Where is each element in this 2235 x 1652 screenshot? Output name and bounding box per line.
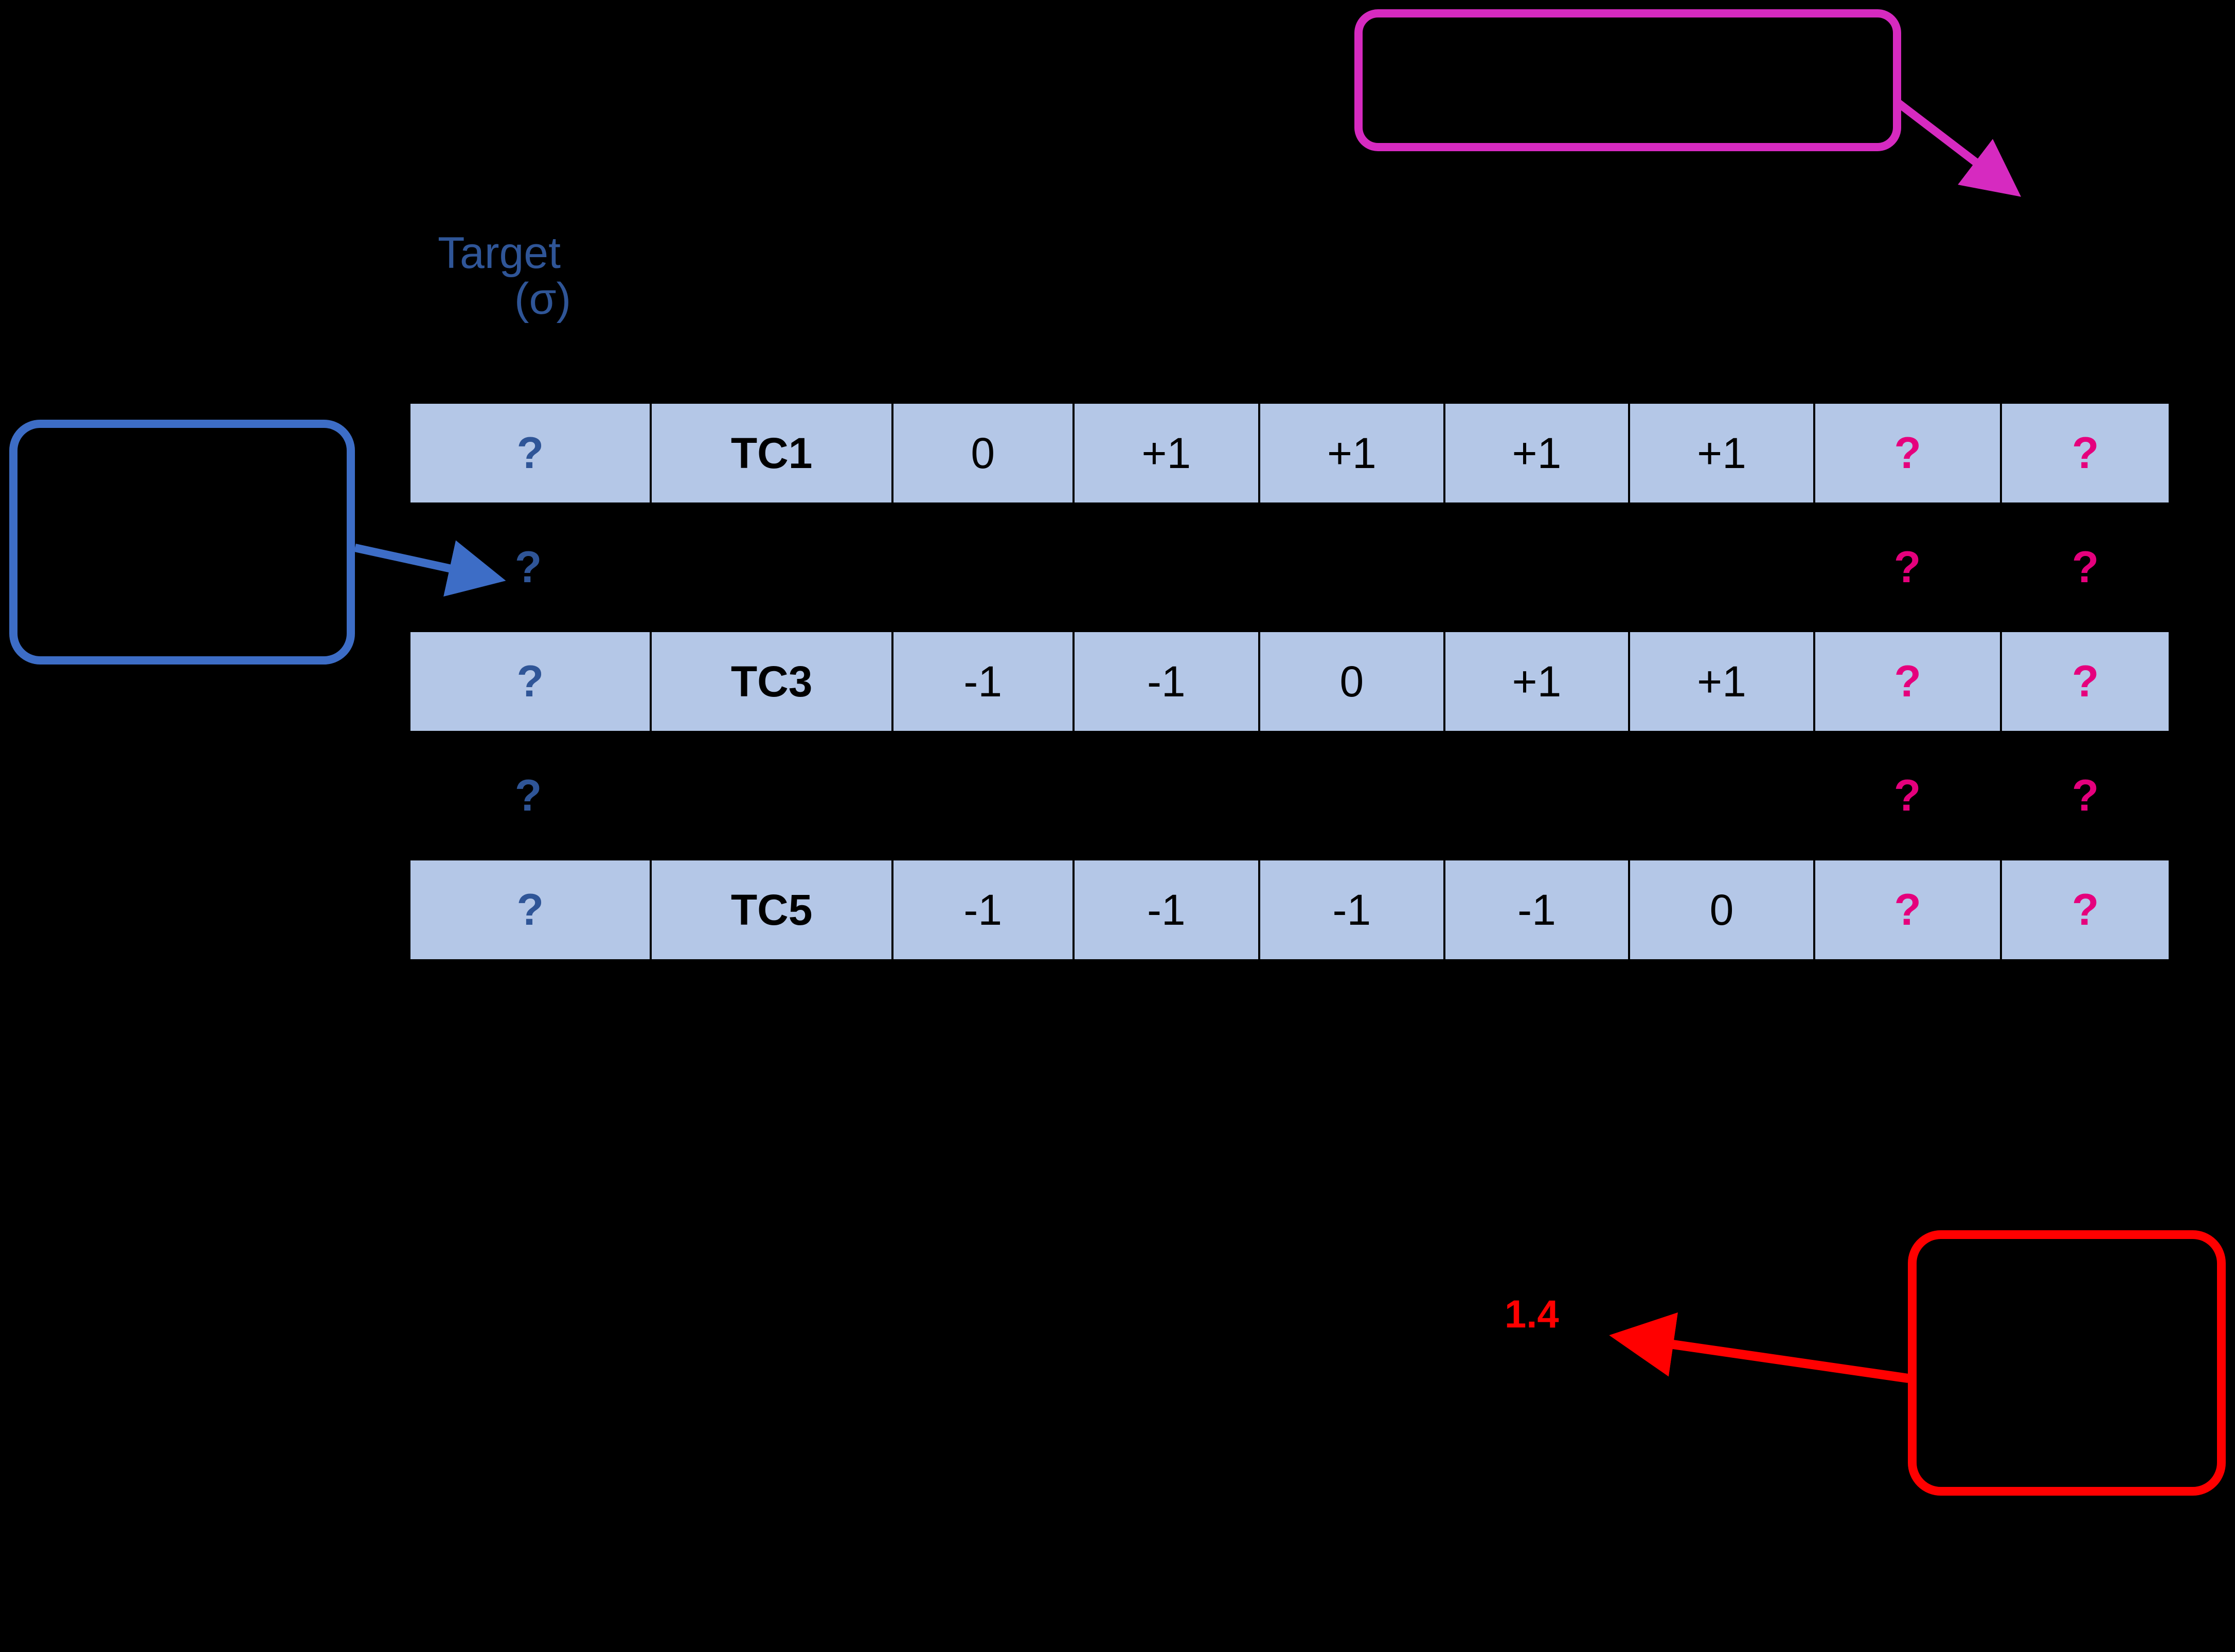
target-label-line2: (σ)	[514, 274, 571, 324]
matrix-cell: -1	[893, 860, 1075, 959]
matrix-cell: 0	[893, 404, 1075, 502]
matrix-cell: +1	[1630, 404, 1815, 502]
matrix-cell: -1	[893, 632, 1075, 731]
matrix-cell: TC1	[652, 404, 893, 502]
matrix-cell: ?	[2071, 770, 2099, 820]
matrix-cell	[1630, 502, 1815, 632]
matrix-cell: ?	[2002, 632, 2171, 731]
matrix-cell: ?	[410, 860, 652, 959]
red-arrow	[1609, 1312, 1909, 1383]
value-callout-label: 1.4	[1505, 1292, 1559, 1336]
matrix-cell: 0	[1630, 860, 1815, 959]
matrix-cell	[892, 502, 1073, 632]
matrix-cell: ?	[1815, 404, 2002, 502]
matrix-cell: ?	[1893, 542, 1921, 592]
matrix-cell: TC3	[652, 632, 893, 731]
matrix-cell: ?	[514, 770, 542, 820]
target-axis-label: Target (σ)	[435, 230, 651, 321]
matrix-cell	[1630, 731, 1815, 860]
matrix-cell	[1259, 731, 1444, 860]
matrix-cell: ?	[1893, 770, 1921, 820]
matrix-cell: -1	[1260, 860, 1445, 959]
matrix-cell	[1073, 731, 1259, 860]
matrix-cell: ?	[1815, 632, 2002, 731]
matrix-cell	[650, 502, 892, 632]
matrix-cell: TC5	[652, 860, 893, 959]
matrix-cell: +1	[1075, 404, 1261, 502]
matrix-cell: +1	[1445, 632, 1631, 731]
red-callout-box[interactable]	[1908, 1230, 2226, 1496]
matrix-cell	[1444, 502, 1630, 632]
magenta-arrow	[1896, 99, 2022, 197]
matrix-cell	[892, 731, 1073, 860]
blue-callout-box[interactable]	[9, 420, 355, 665]
matrix-cell	[1259, 502, 1444, 632]
matrix-cell: -1	[1445, 860, 1631, 959]
matrix-cell	[1073, 502, 1259, 632]
magenta-callout-box[interactable]	[1354, 9, 1901, 151]
matrix-cell: -1	[1075, 860, 1261, 959]
row-gap-2: ???	[408, 731, 2171, 860]
matrix-cell: +1	[1630, 632, 1815, 731]
row-gap-1: ???	[408, 502, 2171, 632]
matrix-cell: ?	[2002, 860, 2171, 959]
matrix-cell	[650, 731, 892, 860]
matrix-cell: +1	[1445, 404, 1631, 502]
matrix-cell: -1	[1075, 632, 1261, 731]
matrix-cell: +1	[1260, 404, 1445, 502]
matrix-cell: ?	[410, 404, 652, 502]
matrix-cell: ?	[410, 632, 652, 731]
matrix-cell: 0	[1260, 632, 1445, 731]
target-label-line1: Target	[438, 228, 561, 278]
matrix-cell: ?	[1815, 860, 2002, 959]
matrix-cell: ?	[2002, 404, 2171, 502]
matrix-cell: ?	[514, 542, 542, 592]
matrix-cell: ?	[2071, 542, 2099, 592]
matrix-cell	[1444, 731, 1630, 860]
